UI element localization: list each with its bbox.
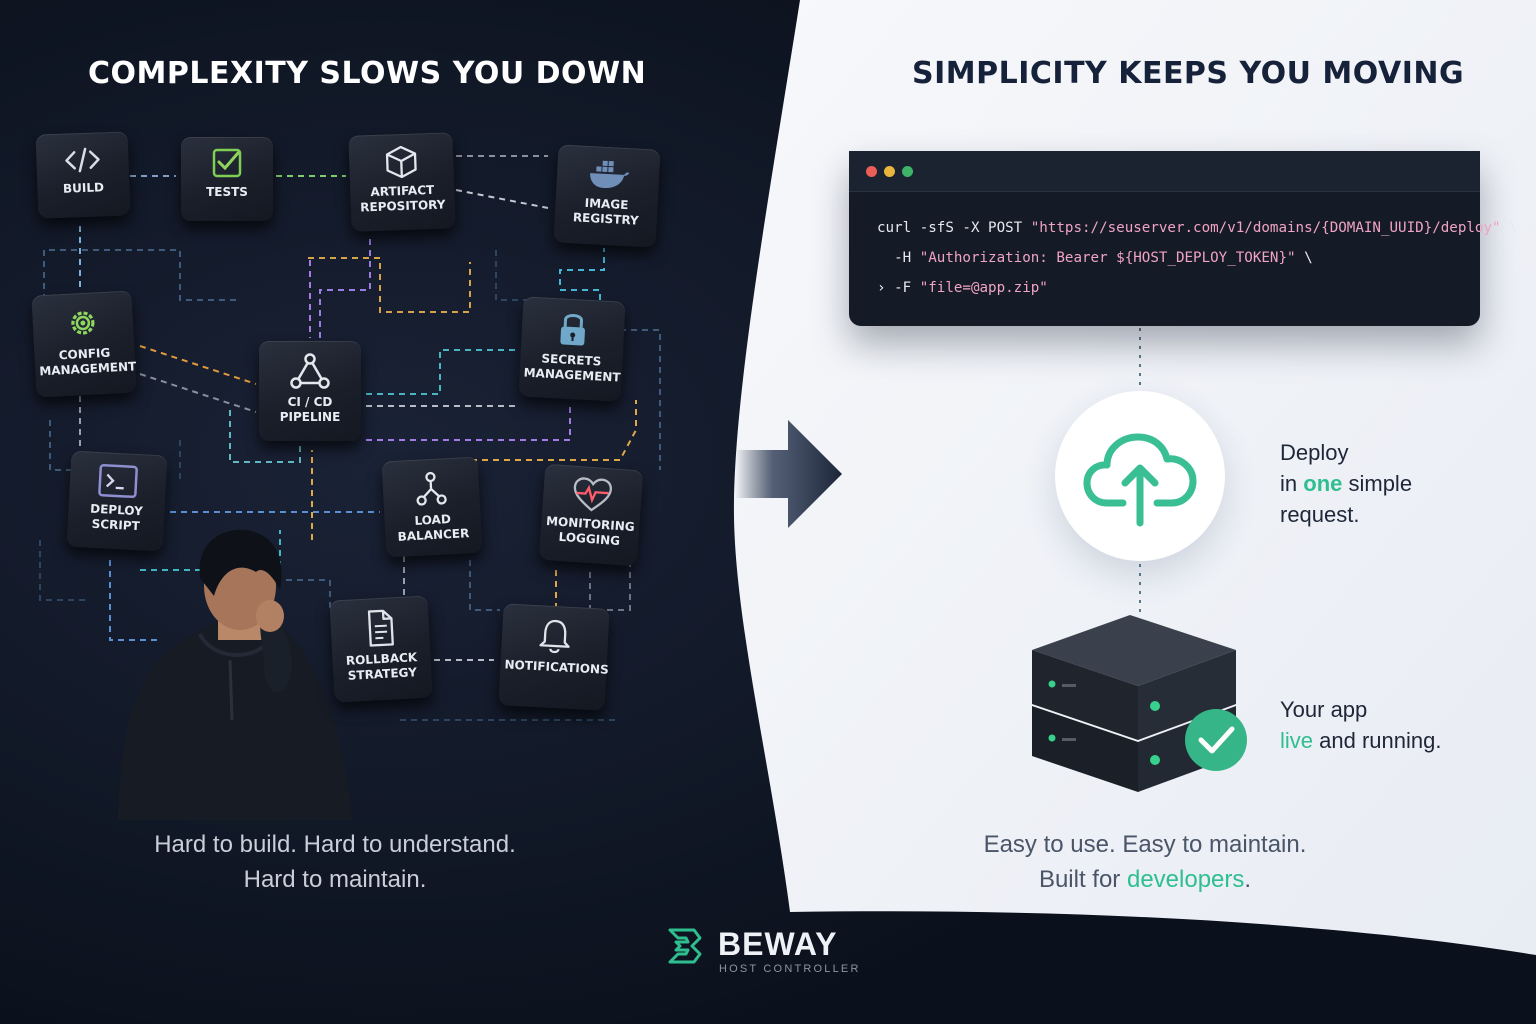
deploy-line1: Deploy [1280, 440, 1349, 465]
cloud-upload-icon [1083, 433, 1197, 527]
node-deploy-script: DEPLOY SCRIPT [66, 450, 168, 552]
checkbox-icon [212, 148, 242, 178]
code-line-2: -H "Authorization: Bearer ${HOST_DEPLOY_… [877, 250, 1313, 266]
code-line-1: curl -sfS -X POST "https://seuserver.com… [877, 220, 1518, 236]
node-config-management: CONFIG MANAGEMENT [31, 290, 137, 398]
node-label: MONITORING LOGGING [545, 513, 636, 549]
gear-icon [71, 311, 95, 335]
node-ci-cd-pipeline: CI / CD PIPELINE [259, 341, 361, 441]
right-caption-post: . [1244, 866, 1252, 893]
node-tests: TESTS [181, 137, 273, 221]
code-cmd: curl -sfS -X POST [877, 220, 1031, 236]
heartbeat-icon [573, 477, 612, 512]
node-label: ARTIFACT REPOSITORY [360, 182, 446, 215]
load-balancer-icon [416, 471, 447, 506]
node-label: ROLLBACK STRATEGY [345, 650, 418, 683]
right-caption: Easy to use. Easy to maintain. Built for… [930, 827, 1360, 897]
right-heading: SIMPLICITY KEEPS YOU MOVING [912, 56, 1465, 91]
thinking-person [118, 529, 352, 820]
deploy-line2-pre: in [1280, 471, 1304, 496]
brand-subtitle: HOST CONTROLLER [719, 963, 861, 975]
code-cont: \ [1295, 250, 1313, 266]
left-heading: COMPLEXITY SLOWS YOU DOWN [88, 56, 647, 91]
left-caption-line1: Hard to build. Hard to understand. [154, 831, 516, 858]
transition-arrow [735, 420, 842, 528]
node-label: SECRETS MANAGEMENT [523, 351, 621, 385]
live-line2-post: and running. [1313, 728, 1442, 753]
node-rollback-strategy: ROLLBACK STRATEGY [329, 595, 433, 703]
code-string: "Authorization: Bearer ${HOST_DEPLOY_TOK… [919, 250, 1296, 266]
node-label: NOTIFICATIONS [504, 657, 610, 677]
deploy-text: Deploy in one simple request. [1280, 437, 1412, 530]
live-line2-accent: live [1280, 728, 1314, 753]
node-label: TESTS [206, 185, 248, 199]
code-string: "https://seuserver.com/v1/domains/{DOMAI… [1030, 220, 1501, 236]
live-line2: live and running. [1280, 725, 1441, 756]
terminal-titlebar [849, 151, 1480, 192]
deploy-line2-post: simple [1342, 471, 1413, 496]
node-label: CONFIG MANAGEMENT [39, 345, 137, 379]
deploy-line3: request. [1280, 502, 1360, 527]
minimize-dot-icon[interactable] [884, 166, 895, 177]
node-monitoring-logging: MONITORING LOGGING [538, 463, 644, 567]
maximize-dot-icon[interactable] [902, 166, 913, 177]
left-caption-line2: Hard to maintain. [243, 866, 427, 893]
right-caption-line1: Easy to use. Easy to maintain. [983, 831, 1307, 858]
right-caption-pre: Built for [1038, 866, 1127, 893]
node-load-balancer: LOAD BALANCER [381, 456, 483, 558]
node-secrets-management: SECRETS MANAGEMENT [518, 296, 626, 402]
terminal-window: curl -sfS -X POST "https://seuserver.com… [849, 151, 1518, 326]
brand-name: BEWAY [718, 926, 838, 962]
code-cmd: -H [877, 250, 920, 266]
node-image-registry: IMAGE REGISTRY [553, 144, 661, 248]
node-label: BUILD [62, 180, 105, 196]
beway-logo-icon [668, 928, 702, 964]
document-icon [367, 609, 394, 647]
success-check-icon [1185, 709, 1247, 771]
lock-icon [560, 314, 585, 346]
node-label: IMAGE REGISTRY [572, 195, 640, 228]
code-line-3: › -F "file=@app.zip" [877, 280, 1048, 296]
deploy-line2-accent: one [1303, 471, 1343, 496]
code-string: "file=@app.zip" [919, 280, 1048, 296]
right-caption-accent: developers [1126, 866, 1245, 893]
close-dot-icon[interactable] [866, 166, 877, 177]
code-cmd: › -F [877, 280, 920, 296]
node-notifications: NOTIFICATIONS [498, 603, 610, 711]
node-artifact-repository: ARTIFACT REPOSITORY [348, 132, 456, 232]
package-cube-icon [385, 145, 417, 179]
pipeline-graph-icon [290, 353, 330, 389]
right-caption-line2: Built for developers. [930, 862, 1360, 897]
node-label: LOAD BALANCER [397, 512, 470, 544]
live-text: Your app live and running. [1280, 694, 1441, 756]
node-label: DEPLOY SCRIPT [89, 501, 144, 534]
live-line1: Your app [1280, 697, 1368, 722]
curl-command[interactable]: curl -sfS -X POST "https://seuserver.com… [877, 213, 1518, 303]
left-caption: Hard to build. Hard to understand. Hard … [100, 827, 570, 897]
terminal-icon [98, 464, 138, 499]
bell-icon [539, 619, 570, 654]
deploy-line2: in one simple [1280, 468, 1412, 499]
cloud-upload-badge [1055, 391, 1225, 561]
node-build: BUILD [35, 131, 131, 219]
code-cont: \ [1500, 220, 1518, 236]
code-icon [65, 147, 100, 173]
node-label: CI / CD PIPELINE [279, 395, 341, 424]
docker-whale-icon [590, 160, 630, 189]
